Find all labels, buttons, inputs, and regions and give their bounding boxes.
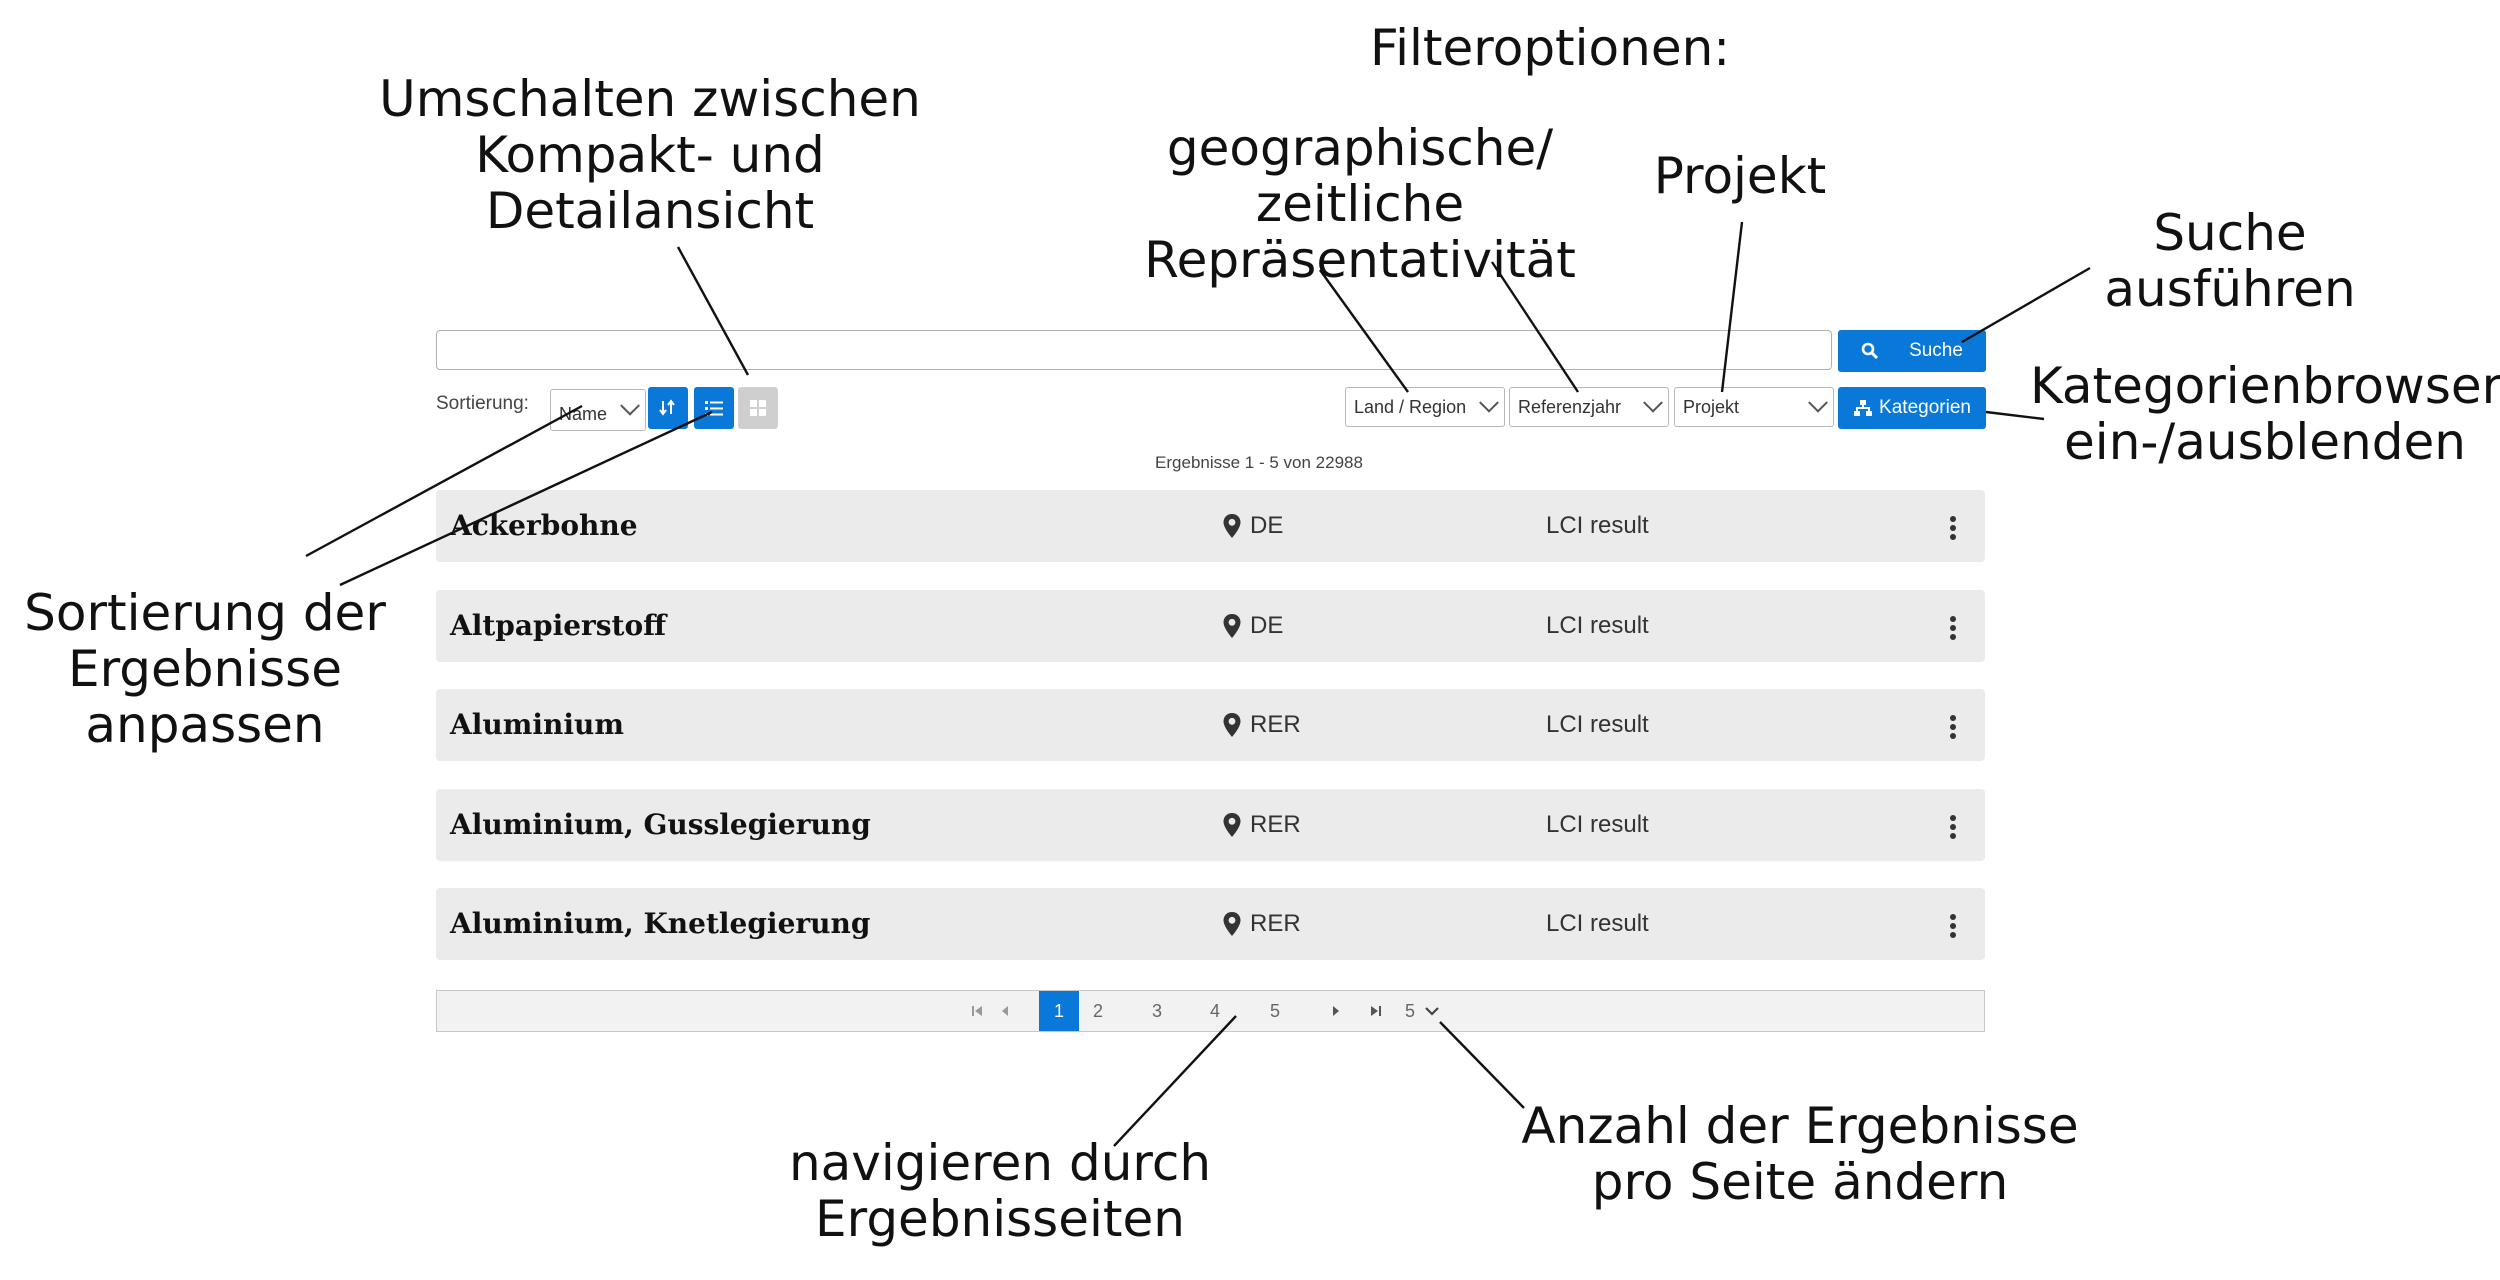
leader-line-pagination [1113, 1015, 1237, 1147]
page-number[interactable]: 3 [1151, 1001, 1162, 1021]
more-options-icon[interactable] [1948, 715, 1958, 739]
next-page-icon[interactable] [1324, 991, 1348, 1031]
result-row[interactable]: Aluminium, Knetlegierung RER LCI result [436, 888, 1985, 960]
map-marker-icon [1223, 713, 1241, 737]
sort-label: Sortierung: [436, 393, 529, 414]
more-options-icon[interactable] [1948, 616, 1958, 640]
result-location: DE [1222, 590, 1283, 662]
result-location: DE [1222, 490, 1283, 562]
annotation-view-toggle: Umschalten zwischen Kompakt- und Detaila… [379, 70, 921, 240]
leader-line-per-page [1439, 1021, 1525, 1109]
sort-direction-button[interactable] [648, 387, 688, 429]
annotation-representativity: geographische/ zeitliche Repräsentativit… [1144, 119, 1576, 289]
per-page-value: 5 [1405, 1001, 1416, 1021]
more-options-icon[interactable] [1948, 914, 1958, 938]
map-marker-icon [1223, 813, 1241, 837]
page-number[interactable]: 5 [1269, 1001, 1280, 1021]
annotation-category-browser: Kategorienbrowser ein-/ausblenden [2030, 357, 2500, 471]
year-filter-select[interactable]: Referenzjahr [1509, 387, 1669, 427]
chevron-down-icon [1425, 1007, 1439, 1016]
map-marker-icon [1223, 514, 1241, 538]
sort-select[interactable]: Name [550, 389, 646, 431]
result-name[interactable]: Aluminium, Knetlegierung [450, 907, 871, 940]
results-count: Ergebnisse 1 - 5 von 22988 [0, 453, 2500, 473]
categories-button-label: Kategorien [1879, 397, 1971, 418]
map-marker-icon [1223, 912, 1241, 936]
project-filter-select[interactable]: Projekt [1674, 387, 1834, 427]
region-filter-select[interactable]: Land / Region [1345, 387, 1505, 427]
result-row[interactable]: Aluminium RER LCI result [436, 689, 1985, 761]
sitemap-icon [1854, 400, 1873, 416]
result-row[interactable]: Altpapierstoff DE LCI result [436, 590, 1985, 662]
result-type: LCI result [1546, 711, 1649, 738]
result-location: RER [1222, 789, 1301, 861]
result-location-code: RER [1250, 711, 1301, 738]
result-location-code: RER [1250, 811, 1301, 838]
annotation-per-page: Anzahl der Ergebnisse pro Seite ändern [1521, 1097, 2079, 1211]
pagination-bar: 1 2 3 4 5 5 [436, 990, 1985, 1032]
result-location-code: RER [1250, 910, 1301, 937]
page-number[interactable]: 4 [1209, 1001, 1220, 1021]
categories-button[interactable]: Kategorien [1838, 387, 1986, 429]
result-type: LCI result [1546, 910, 1649, 937]
search-button-label: Suche [1909, 340, 1963, 361]
chevron-down-icon [1643, 392, 1663, 413]
annotation-search: Suche ausführen [2104, 204, 2356, 318]
result-type: LCI result [1546, 612, 1649, 639]
more-options-icon[interactable] [1948, 815, 1958, 839]
list-view-button[interactable] [694, 387, 734, 429]
annotation-filter-heading: Filteroptionen: [1370, 19, 1731, 77]
search-input[interactable] [436, 330, 1832, 370]
grid-view-button[interactable] [738, 387, 778, 429]
annotation-navigate: navigieren durch Ergebnisseiten [788, 1134, 1212, 1248]
annotation-sorting: Sortierung der Ergebnisse anpassen [24, 584, 386, 754]
results-count-text: Ergebnisse 1 - 5 von 22988 [1155, 453, 1363, 472]
result-row[interactable]: Ackerbohne DE LCI result [436, 490, 1985, 562]
page-number[interactable]: 2 [1092, 1001, 1103, 1021]
result-location-code: DE [1250, 612, 1284, 639]
result-location-code: DE [1250, 512, 1284, 539]
result-type: LCI result [1546, 811, 1649, 838]
result-name[interactable]: Aluminium, Gusslegierung [450, 808, 871, 841]
grid-icon [750, 400, 766, 416]
project-filter-value: Projekt [1683, 396, 1740, 417]
first-page-icon[interactable] [965, 991, 989, 1031]
result-location: RER [1222, 888, 1301, 960]
annotation-project: Projekt [1653, 147, 1827, 205]
chevron-down-icon [1479, 392, 1499, 413]
search-button[interactable]: Suche [1838, 330, 1986, 372]
result-location: RER [1222, 689, 1301, 761]
list-icon [705, 401, 723, 416]
year-filter-value: Referenzjahr [1518, 396, 1622, 417]
result-name[interactable]: Ackerbohne [450, 509, 638, 542]
chevron-down-icon [1808, 392, 1828, 413]
map-marker-icon [1223, 614, 1241, 638]
result-name[interactable]: Altpapierstoff [450, 609, 667, 642]
chevron-down-icon [620, 395, 640, 416]
result-row[interactable]: Aluminium, Gusslegierung RER LCI result [436, 789, 1985, 861]
region-filter-value: Land / Region [1354, 396, 1467, 417]
search-icon [1861, 342, 1879, 360]
previous-page-icon[interactable] [993, 991, 1017, 1031]
per-page-select[interactable]: 5 [1405, 991, 1457, 1031]
last-page-icon[interactable] [1364, 991, 1388, 1031]
sort-select-value: Name [559, 403, 608, 424]
sort-direction-icon [659, 399, 675, 416]
result-type: LCI result [1546, 512, 1649, 539]
more-options-icon[interactable] [1948, 516, 1958, 540]
result-name[interactable]: Aluminium [450, 708, 624, 741]
page-number-current[interactable]: 1 [1039, 991, 1079, 1031]
